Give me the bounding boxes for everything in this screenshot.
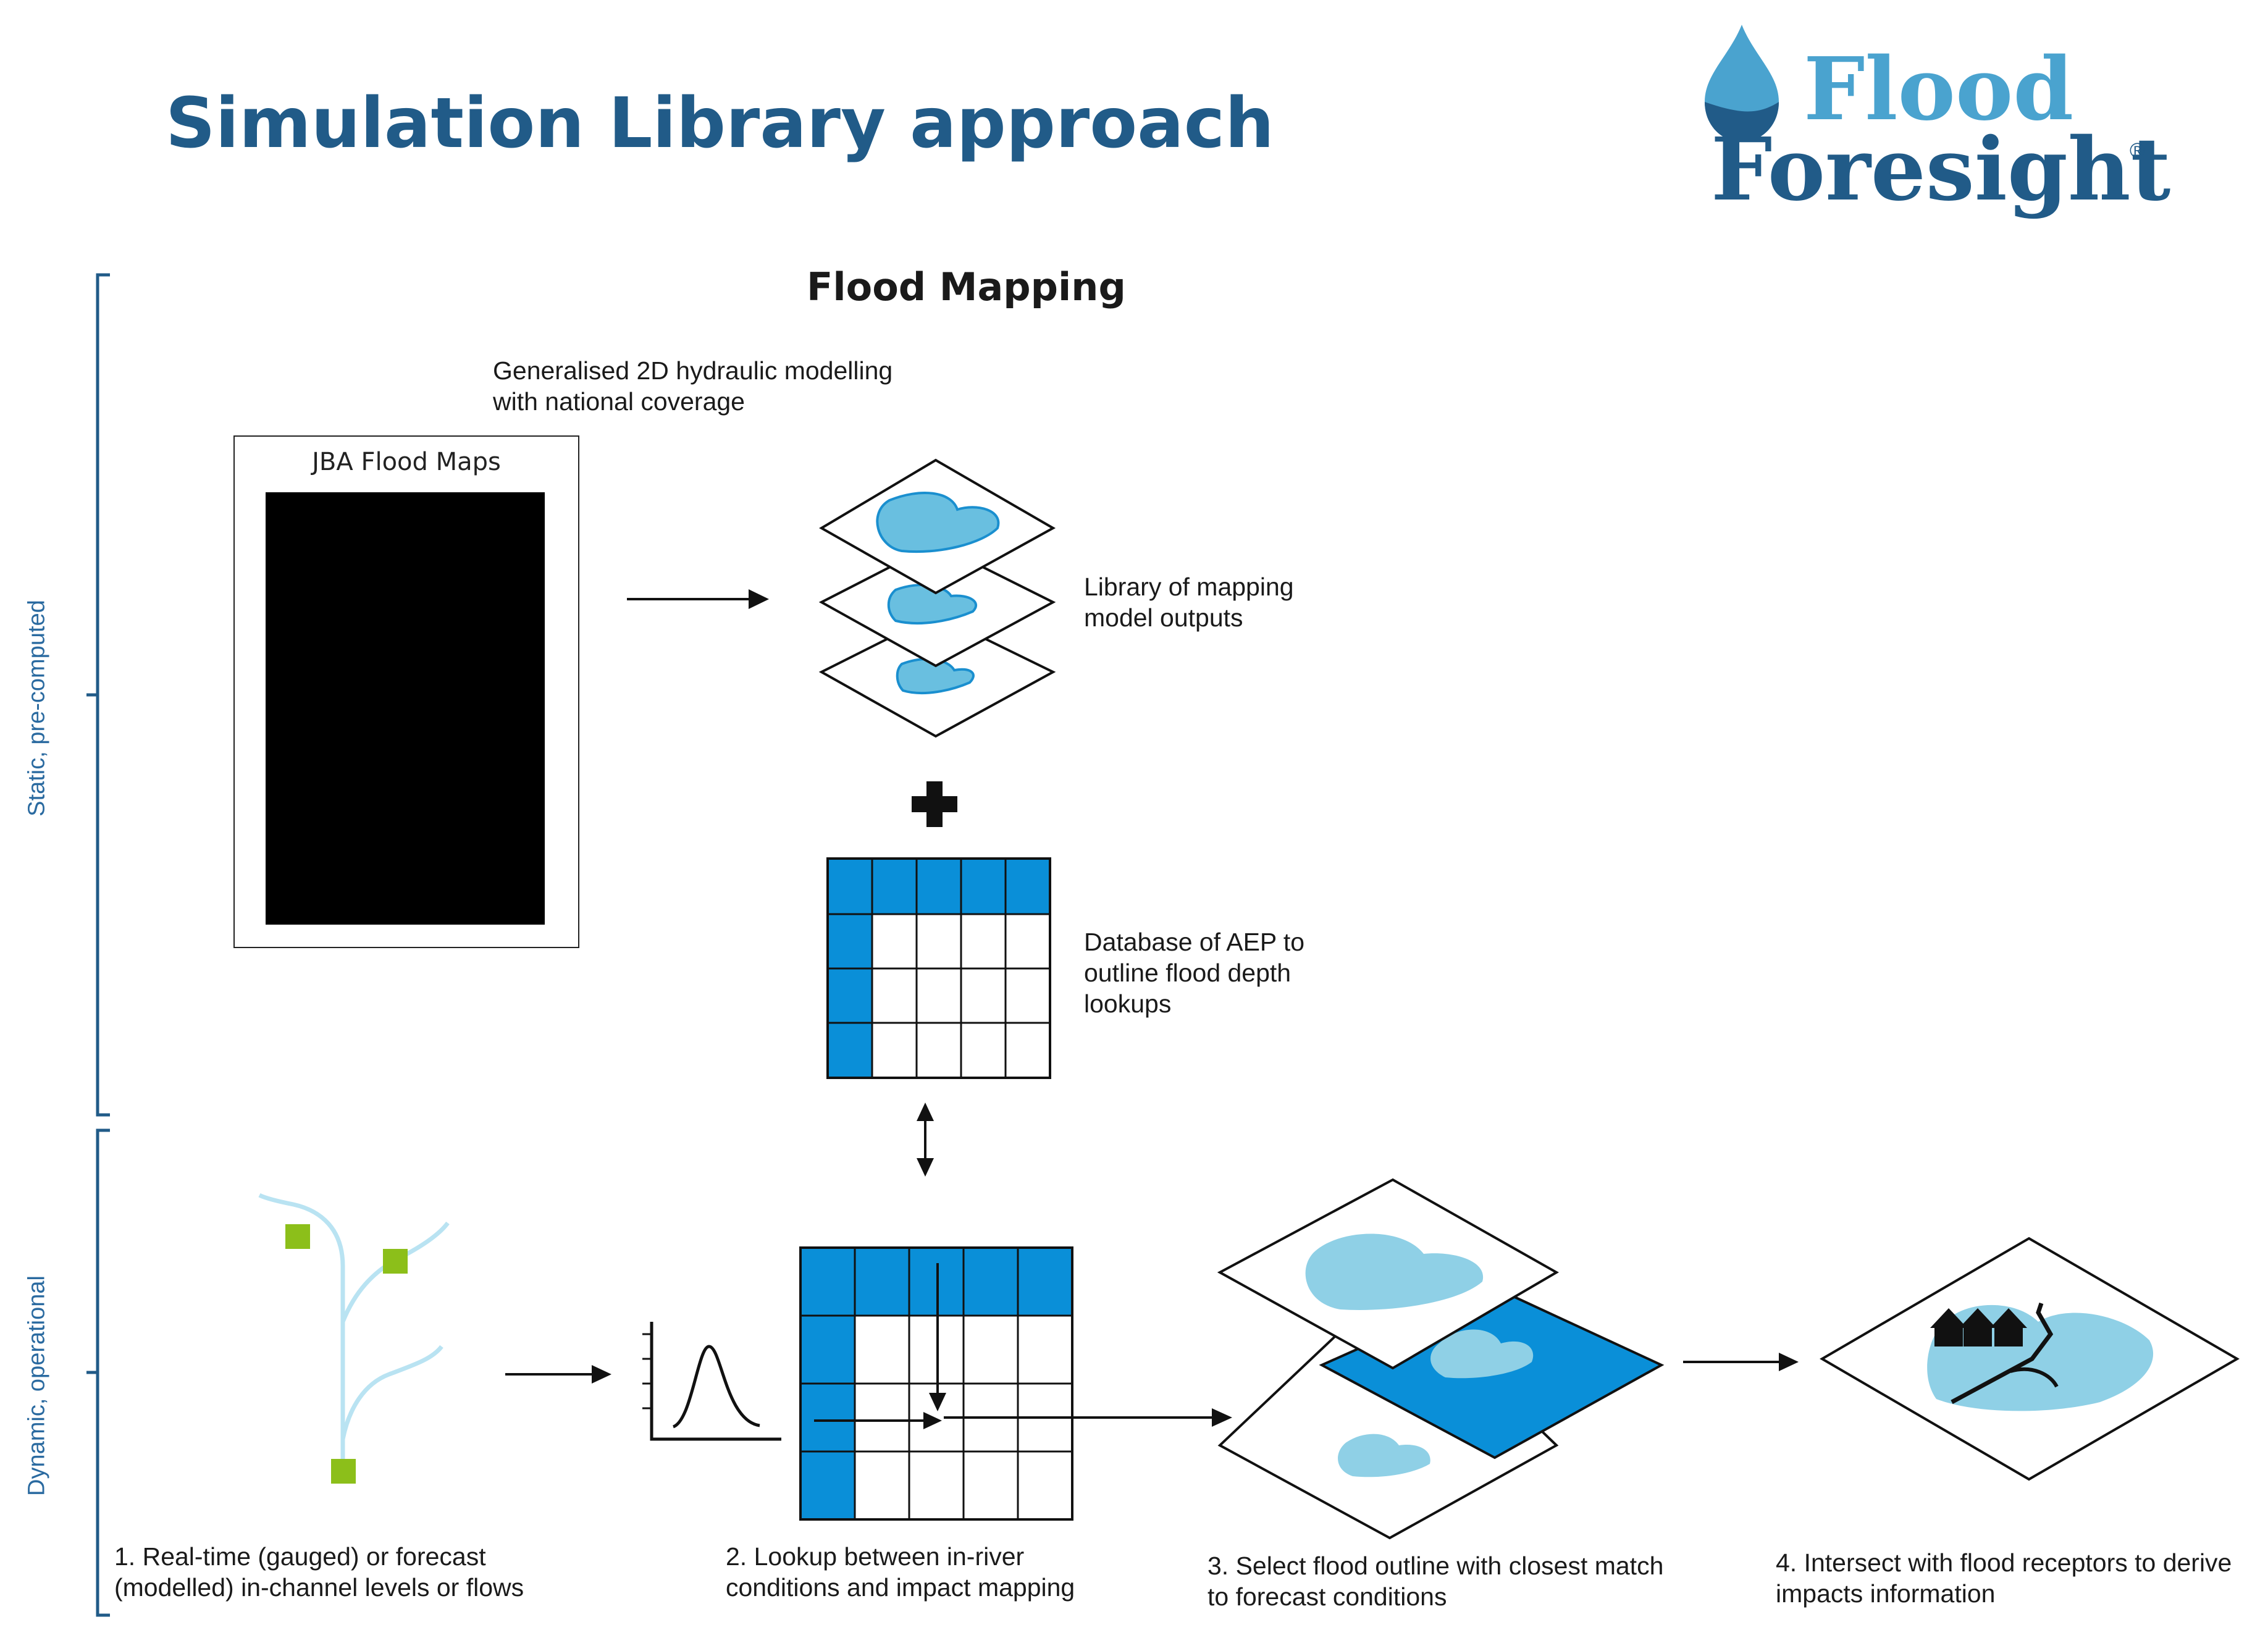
hydraulic-text-line2: with national coverage	[493, 387, 745, 416]
jba-flood-map-panel: JBA Flood Maps	[233, 435, 579, 948]
plus-icon	[912, 781, 957, 827]
database-text-line1: Database of AEP to	[1084, 928, 1305, 956]
gauge-icon	[285, 1224, 408, 1484]
step-1-line2: (modelled) in-channel levels or flows	[114, 1573, 524, 1602]
step-2-line2: conditions and impact mapping	[726, 1573, 1075, 1602]
library-text-line2: model outputs	[1084, 603, 1243, 632]
side-label-dynamic: Dynamic, operational	[23, 1275, 50, 1496]
library-layer-stack	[818, 458, 1056, 738]
library-text-line1: Library of mapping	[1084, 573, 1294, 601]
intersect-diamond	[1820, 1237, 2240, 1481]
step-4-line1: 4. Intersect with flood receptors to der…	[1776, 1548, 2232, 1577]
logo-foresight-text: Foresight	[1711, 119, 2171, 221]
hydraulic-text-line1: Generalised 2D hydraulic modelling	[493, 356, 893, 385]
page-title: Simulation Library approach	[166, 83, 1274, 164]
database-text-line3: lookups	[1084, 989, 1172, 1018]
arrow-lookup-to-select	[944, 1408, 1232, 1427]
map-title: JBA Flood Maps	[312, 448, 501, 476]
water-drop-icon	[1705, 25, 1779, 142]
step-3-line2: to forecast conditions	[1208, 1582, 1447, 1611]
arrow-map-to-library	[627, 589, 769, 609]
database-text-line2: outline flood depth	[1084, 959, 1292, 987]
flood-mapping-title: Flood Mapping	[807, 264, 1126, 309]
lookup-table	[799, 1246, 1073, 1521]
step-3-line1: 3. Select flood outline with closest mat…	[1208, 1552, 1664, 1580]
step-4-line2: impacts information	[1776, 1579, 1996, 1608]
arrow-select-to-intersect	[1683, 1353, 1799, 1371]
step-1-line1: 1. Real-time (gauged) or forecast	[114, 1542, 486, 1571]
aep-database-table	[826, 857, 1051, 1079]
select-layer-stack	[1217, 1178, 1665, 1540]
static-bracket	[86, 273, 110, 1117]
map-background	[266, 492, 545, 925]
dynamic-bracket	[86, 1128, 110, 1617]
side-label-static: Static, pre-computed	[23, 600, 50, 817]
double-arrow	[917, 1103, 934, 1177]
arrow-river-to-curve	[505, 1365, 611, 1384]
house-icon	[1930, 1308, 2027, 1346]
distribution-curve-icon	[642, 1322, 781, 1441]
step-2-line1: 2. Lookup between in-river	[726, 1542, 1025, 1571]
logo-registered-mark: ®	[2130, 139, 2146, 162]
logo-flood-text: Flood	[1804, 39, 2074, 140]
